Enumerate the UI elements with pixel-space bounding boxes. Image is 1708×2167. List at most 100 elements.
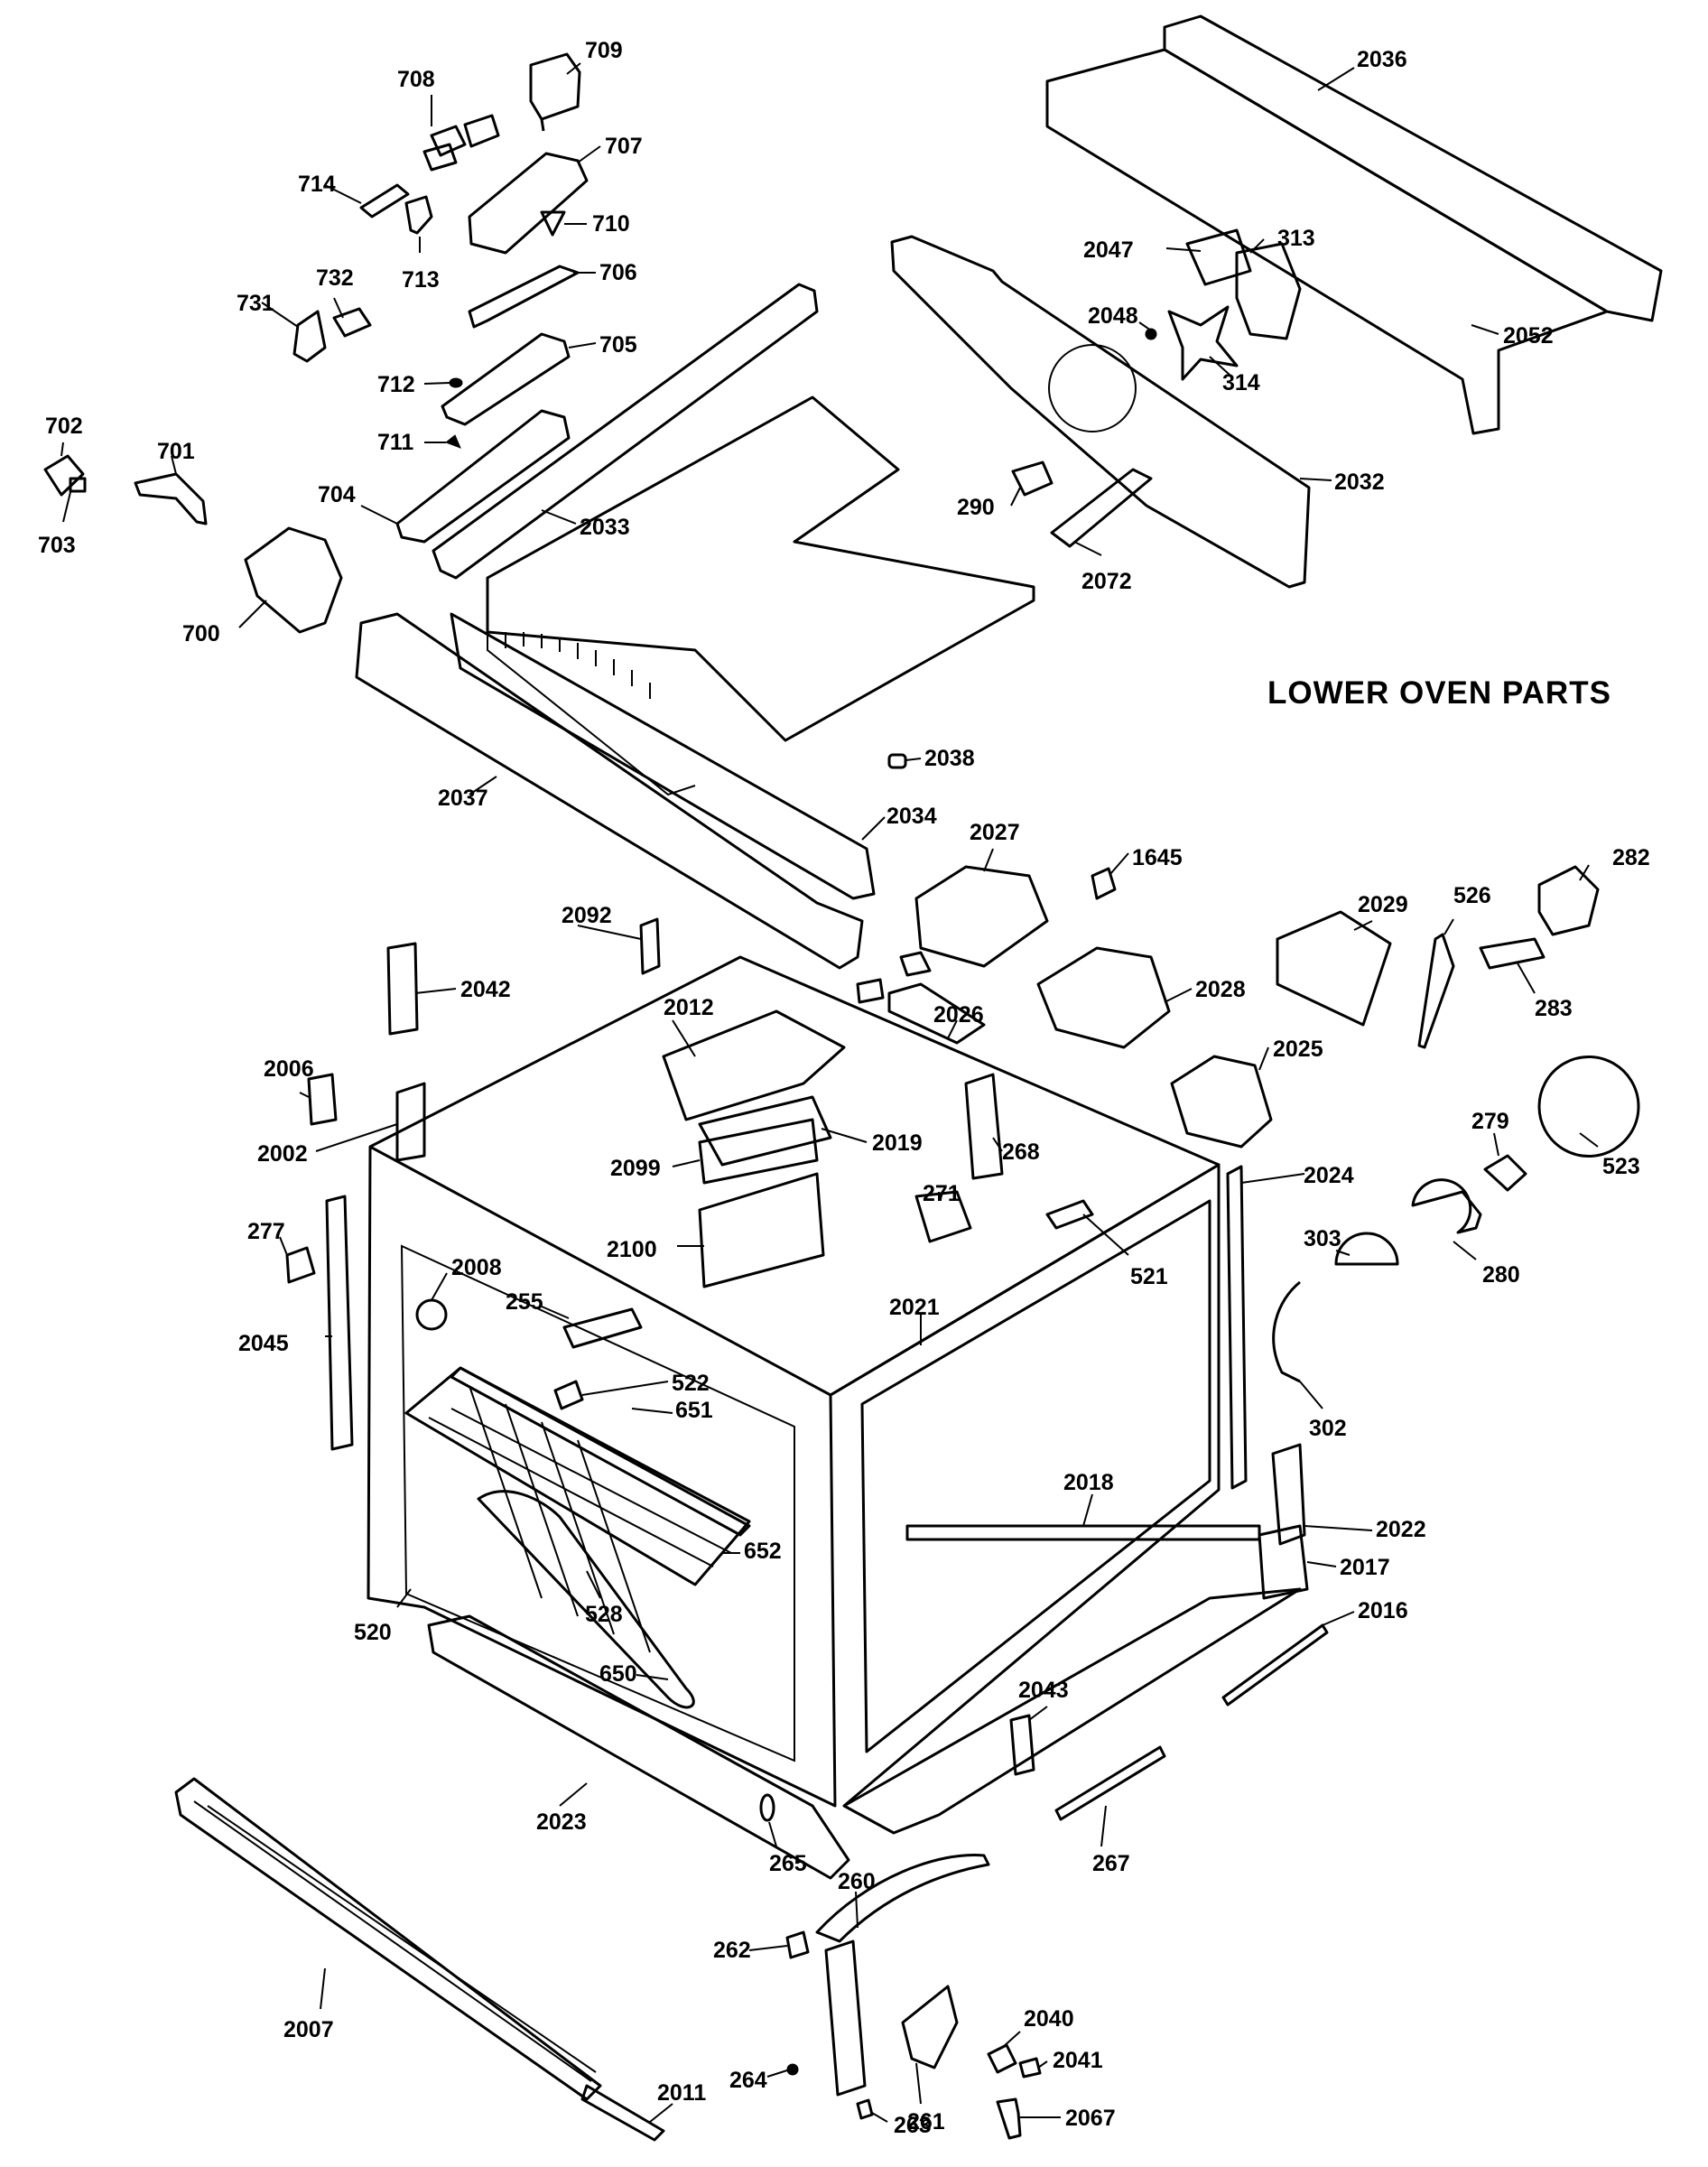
part-704-drawing <box>395 409 571 544</box>
callout-280: 280 <box>1482 1262 1520 1288</box>
part-700-drawing <box>244 526 343 634</box>
callout-302: 302 <box>1309 1416 1347 1441</box>
callout-652: 652 <box>744 1539 782 1564</box>
callout-2012: 2012 <box>664 995 714 1020</box>
part-714-drawing <box>359 183 410 219</box>
part-267-drawing <box>1054 1745 1166 1821</box>
callout-277: 277 <box>247 1219 285 1244</box>
callout-268: 268 <box>1002 1139 1040 1165</box>
part-2033-drawing <box>432 283 819 580</box>
rack-bars <box>428 1385 732 1653</box>
oven-base <box>842 1587 1302 1835</box>
part-2037-drawing <box>355 612 864 970</box>
callout-651: 651 <box>675 1398 713 1423</box>
part-523-drawing <box>1537 1056 1640 1158</box>
part-271-drawing <box>914 1190 972 1243</box>
callout-260: 260 <box>838 1869 876 1894</box>
part-255-drawing <box>562 1307 643 1349</box>
part-2100-drawing <box>698 1172 825 1288</box>
part-2016-drawing <box>1221 1623 1329 1707</box>
callout-2022: 2022 <box>1376 1517 1426 1542</box>
callout-263: 263 <box>894 2113 932 2138</box>
callout-2099: 2099 <box>610 1156 661 1181</box>
callout-712: 712 <box>377 372 415 397</box>
callout-2045: 2045 <box>238 1331 289 1356</box>
callout-2018: 2018 <box>1063 1470 1114 1495</box>
callout-2038: 2038 <box>924 746 975 771</box>
callout-522: 522 <box>672 1371 710 1396</box>
control-parts-group <box>43 52 589 634</box>
callout-313: 313 <box>1277 226 1315 251</box>
part-2099-drawing <box>698 1118 819 1185</box>
part-522-drawing <box>553 1380 584 1410</box>
callout-1645: 1645 <box>1132 845 1183 870</box>
part-712-drawing <box>449 377 463 388</box>
callout-261: 261 <box>907 2109 945 2134</box>
callout-264: 264 <box>729 2068 767 2093</box>
part-283-drawing <box>1479 937 1546 970</box>
callout-2034: 2034 <box>886 804 937 829</box>
callout-279: 279 <box>1471 1109 1509 1134</box>
part-314-drawing <box>1167 305 1239 381</box>
part-2029-drawing <box>1276 910 1392 1027</box>
callout-2041: 2041 <box>1053 2048 1103 2073</box>
part-651-drawing <box>450 1366 751 1537</box>
callout-523: 523 <box>1602 1154 1640 1179</box>
part-2047-drawing <box>1185 228 1252 286</box>
part-528-drawing <box>404 1366 751 1586</box>
part-709-drawing <box>529 52 581 132</box>
callout-2037: 2037 <box>438 786 488 811</box>
callout-731: 731 <box>237 291 274 316</box>
part-2072-drawing <box>1050 468 1153 548</box>
callout-711: 711 <box>377 430 413 455</box>
part-260-drawing <box>815 1853 990 1943</box>
drawer-front-grille <box>193 1800 597 2082</box>
part-280-drawing <box>1411 1178 1482 1234</box>
callout-700: 700 <box>182 621 220 646</box>
callout-702: 702 <box>45 414 83 439</box>
oven-window-frame <box>400 1244 795 1762</box>
part-2007-drawing <box>174 1777 602 2101</box>
part-260b-drawing <box>824 1939 867 2097</box>
part-263-drawing <box>856 2098 874 2120</box>
callout-255: 255 <box>506 1289 543 1315</box>
part-2026-drawing <box>887 982 986 1045</box>
part-2040-drawing <box>987 2043 1017 2074</box>
part-2038-drawing <box>887 753 907 769</box>
callout-2027: 2027 <box>970 820 1020 845</box>
oven-front-face <box>367 1145 837 1808</box>
part-2022-drawing <box>1271 1443 1306 1546</box>
part-2028-drawing <box>1036 946 1171 1049</box>
callout-2047: 2047 <box>1083 237 1134 263</box>
callout-705: 705 <box>599 332 637 358</box>
part-261-drawing <box>901 1985 959 2069</box>
callout-2002: 2002 <box>257 1141 308 1167</box>
part-2067-drawing <box>996 2097 1022 2140</box>
callout-714: 714 <box>298 172 336 197</box>
callout-704: 704 <box>318 482 356 507</box>
callout-703: 703 <box>38 533 76 558</box>
part-2043-drawing <box>1009 1714 1035 1776</box>
callout-2025: 2025 <box>1273 1037 1323 1062</box>
callout-2042: 2042 <box>460 977 511 1002</box>
bottom-parts-group <box>174 1777 1042 2142</box>
part-701-drawing <box>134 472 208 525</box>
callout-2029: 2029 <box>1358 892 1408 917</box>
part-2019-drawing <box>698 1095 832 1167</box>
callout-2006: 2006 <box>264 1056 314 1082</box>
part-705-drawing <box>441 332 571 426</box>
duct-parts-group <box>856 865 1640 1383</box>
part-702-drawing <box>43 454 85 497</box>
callout-262: 262 <box>713 1938 751 1963</box>
part-262-drawing <box>785 1930 810 1959</box>
leader-lines <box>60 62 1599 2123</box>
callout-267: 267 <box>1092 1851 1130 1876</box>
part-2008-drawing <box>415 1298 448 1331</box>
part-2045-drawing <box>325 1195 354 1451</box>
part-521-drawing <box>1045 1199 1094 1230</box>
part-2048-drawing <box>1145 328 1157 340</box>
callout-732: 732 <box>316 265 354 291</box>
part-2012-drawing <box>662 1009 846 1121</box>
part-279-drawing <box>1483 1154 1527 1192</box>
callout-707: 707 <box>605 134 643 159</box>
